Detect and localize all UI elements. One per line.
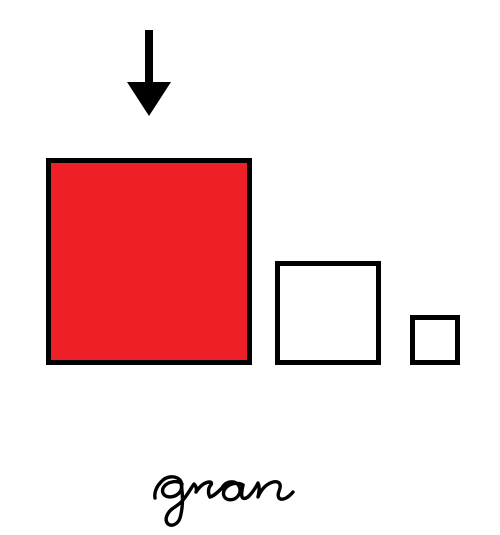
medium-square <box>275 261 381 365</box>
word-label: gran <box>150 440 340 530</box>
cursive-word-drawing <box>153 475 295 527</box>
small-square <box>410 315 460 365</box>
large-square <box>46 158 252 365</box>
arrow-down-icon <box>127 30 171 116</box>
